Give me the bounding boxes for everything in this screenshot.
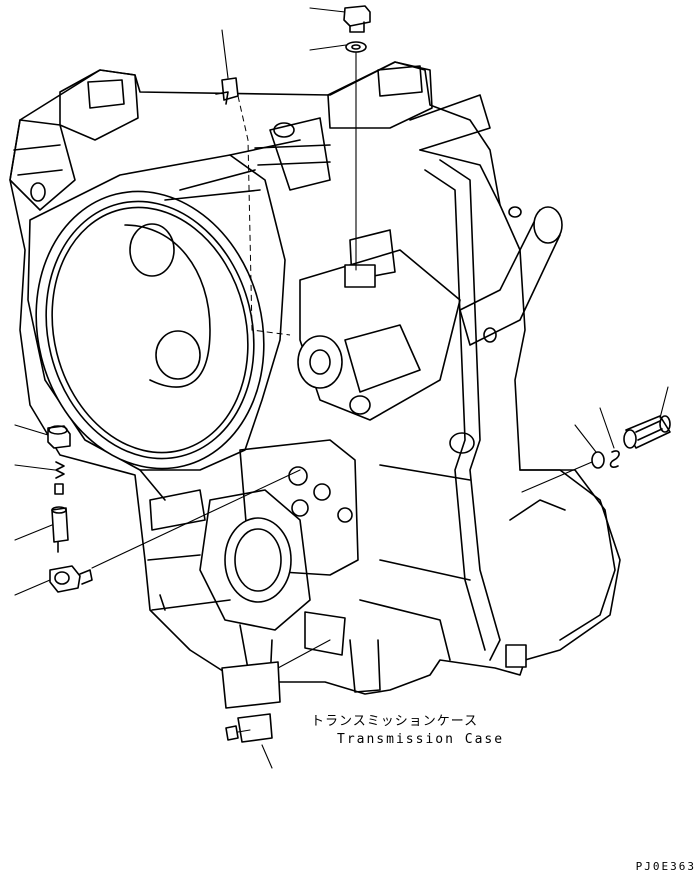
valve-parts-stack xyxy=(14,424,301,596)
part-name-english: Transmission Case xyxy=(337,732,505,747)
name-plate-assembly xyxy=(221,639,331,769)
figure-code: PJ0E363 xyxy=(635,860,696,873)
bell-housing xyxy=(27,139,301,471)
sensor-assembly xyxy=(521,386,671,493)
clip-plate-assembly xyxy=(215,29,291,336)
transmission-case xyxy=(9,61,621,695)
top-plug-assembly xyxy=(309,5,371,271)
part-name-japanese: トランスミッションケース xyxy=(311,714,479,729)
